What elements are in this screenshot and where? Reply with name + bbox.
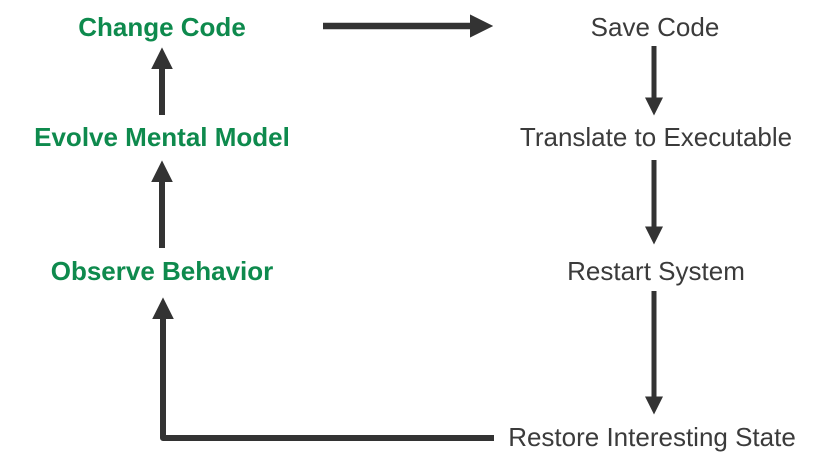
node-restore-interesting-state: Restore Interesting State [508,422,796,452]
node-evolve-mental-model: Evolve Mental Model [34,122,290,152]
node-change-code: Change Code [78,12,246,42]
node-restart-system: Restart System [567,256,745,286]
arrow-restore-interesting-state-to-observe-behavior [152,297,494,441]
node-translate-to-executable: Translate to Executable [519,122,793,152]
node-save-code: Save Code [590,12,720,42]
node-observe-behavior: Observe Behavior [50,256,274,286]
